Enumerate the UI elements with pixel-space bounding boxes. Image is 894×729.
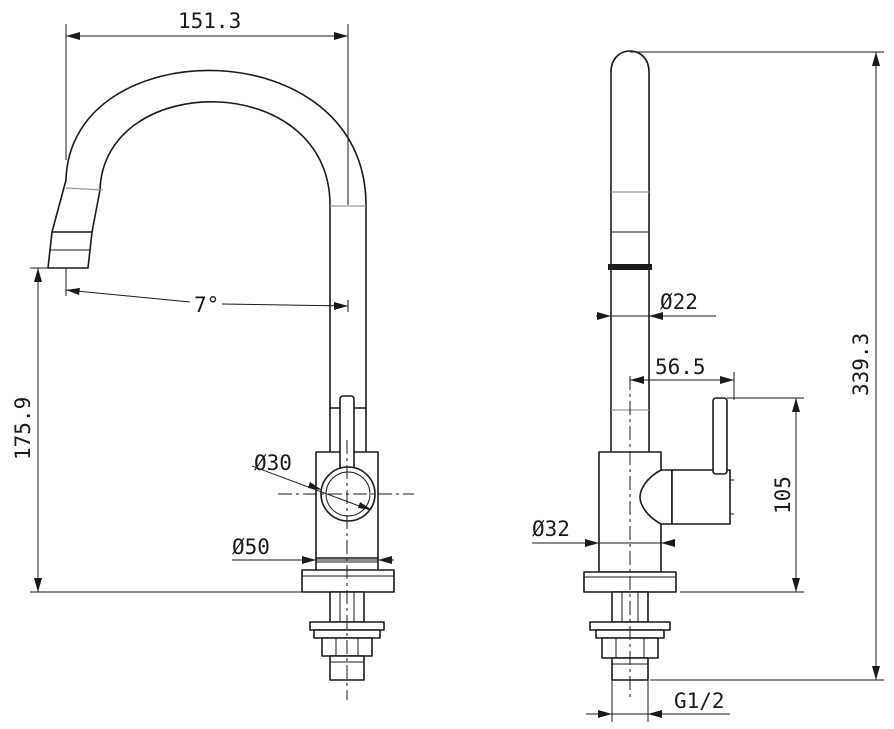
handle-housing [671, 469, 731, 525]
dim-handle-offset: 56.5 [655, 355, 706, 379]
side-view-dimensions: 151.3 7° 175.9 Ø30 Ø50 [11, 9, 394, 593]
base-flange [301, 569, 395, 593]
dim-base-diameter: Ø50 [232, 535, 270, 559]
dim-thread: G1/2 [674, 689, 725, 713]
dim-total-height: 339.3 [849, 333, 873, 396]
front-view [583, 50, 734, 700]
dim-spout-tube-diameter: Ø22 [660, 290, 698, 314]
spout-tube [610, 50, 650, 456]
dim-handle-diameter: Ø30 [254, 451, 292, 475]
spout-inner-curve [91, 101, 331, 409]
side-view [47, 69, 414, 700]
dim-body-diameter: Ø32 [532, 517, 570, 541]
aerator-ring [608, 264, 652, 270]
spout-outer-curve [51, 69, 367, 409]
dim-handle-height: 105 [771, 476, 795, 514]
dim-spout-reach: 151.3 [178, 9, 241, 33]
dim-spout-angle: 7° [194, 293, 219, 317]
front-view-dimensions: Ø22 56.5 105 339.3 Ø32 G1/2 [532, 51, 884, 722]
front-handle-lever [712, 397, 728, 475]
dim-spout-height: 175.9 [11, 397, 35, 460]
